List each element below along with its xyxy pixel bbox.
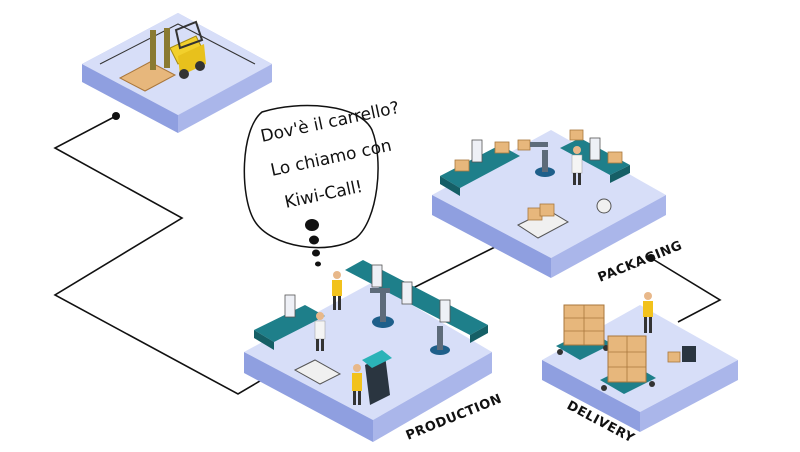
worker <box>352 364 362 405</box>
connector-dot <box>112 112 120 120</box>
worker <box>314 312 326 351</box>
robot-arm <box>530 142 555 177</box>
conveyor <box>254 305 325 342</box>
worker <box>571 146 583 185</box>
connector-production-packaging <box>404 245 498 293</box>
thought-dot <box>315 261 321 267</box>
production-platform: PRODUCTION <box>244 260 504 444</box>
delivery-platform: DELIVERY <box>542 292 738 447</box>
delivery-robot <box>596 198 612 214</box>
box <box>454 159 470 172</box>
box <box>494 141 510 154</box>
connector-packaging-delivery <box>650 257 722 323</box>
worker <box>643 292 653 333</box>
box <box>667 351 681 363</box>
worker <box>332 271 342 310</box>
box <box>517 139 531 151</box>
connector-lines <box>53 115 722 395</box>
forklift-platform <box>82 13 272 133</box>
box <box>607 151 623 164</box>
robot-arm <box>370 288 394 328</box>
forklift <box>150 20 206 79</box>
conveyor <box>440 145 520 188</box>
delivery-robot <box>682 346 696 362</box>
thought-dot <box>309 235 319 245</box>
connector-dot <box>647 254 655 262</box>
box <box>539 203 555 217</box>
thought-dot <box>305 219 319 231</box>
control-station <box>365 355 390 405</box>
speech-bubble: Dov'è il carrello? Lo chiamo con Kiwi-Ca… <box>243 98 401 267</box>
connector-forklift-production <box>53 115 271 395</box>
agv-cart <box>293 359 342 385</box>
packaging-platform: PACKAGING <box>432 129 685 286</box>
thought-dot <box>312 249 320 257</box>
robot-arm <box>430 326 450 355</box>
box <box>569 129 584 141</box>
